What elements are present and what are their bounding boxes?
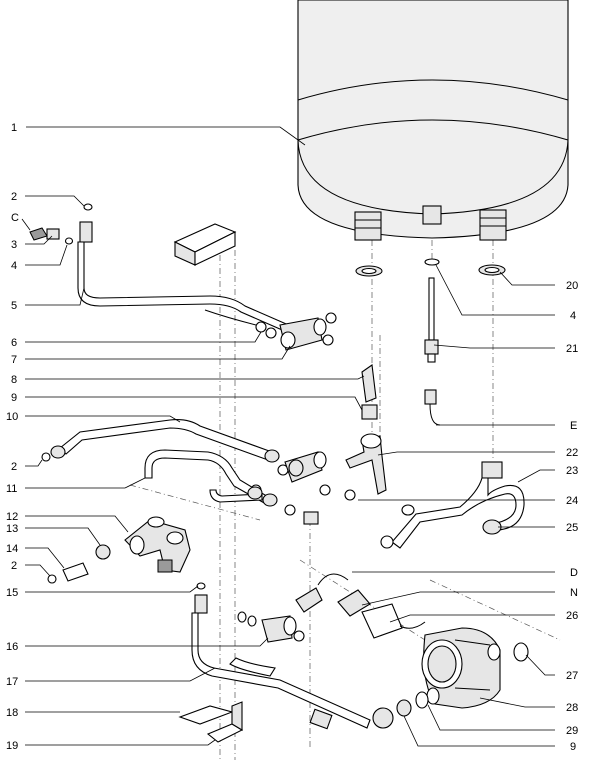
callout-2: 2 — [11, 560, 17, 572]
callout-13: 13 — [6, 523, 18, 535]
callout-4: 4 — [11, 260, 17, 272]
callout-d: D — [570, 567, 578, 579]
callout-4: 4 — [570, 310, 576, 322]
callout-c: C — [11, 212, 19, 224]
pump-wiring — [295, 573, 426, 639]
bracket-19 — [206, 701, 244, 743]
callout-19: 19 — [6, 740, 18, 752]
seal-2-low — [47, 574, 57, 584]
callout-15: 15 — [6, 587, 18, 599]
callout-labels: 1 2 C 3 4 5 6 7 8 9 10 2 11 12 13 14 2 1… — [6, 122, 578, 753]
callout-e: E — [570, 420, 577, 432]
tee-fitting-16 — [237, 611, 305, 643]
fitting-6-7 — [255, 312, 337, 351]
callout-22: 22 — [566, 447, 578, 459]
pipe-17 — [191, 582, 371, 730]
nut-24 — [303, 511, 319, 525]
pipe-11 — [144, 449, 296, 516]
callout-9: 9 — [11, 392, 17, 404]
callout-2: 2 — [11, 191, 17, 203]
callout-n: N — [570, 587, 578, 599]
tank-seals — [355, 258, 506, 277]
callout-18: 18 — [6, 707, 18, 719]
callout-1: 1 — [11, 122, 17, 134]
valve-22 — [344, 433, 387, 501]
callout-25: 25 — [566, 522, 578, 534]
pipe-10 — [41, 419, 280, 463]
callout-26: 26 — [566, 610, 578, 622]
clip-8 — [361, 364, 377, 403]
callout-14: 14 — [6, 543, 18, 555]
callout-9: 9 — [570, 741, 576, 753]
callout-27: 27 — [566, 670, 578, 682]
temperature-probe — [424, 277, 441, 426]
callout-5: 5 — [11, 300, 17, 312]
callout-17: 17 — [6, 676, 18, 688]
insulation-block — [173, 223, 237, 266]
pipe-stub-14 — [62, 562, 89, 582]
leader-lines — [21, 126, 555, 747]
small-fittings-top-left — [29, 203, 93, 245]
bracket-18 — [178, 705, 234, 725]
callout-21: 21 — [566, 343, 578, 355]
callout-20: 20 — [566, 280, 578, 292]
callout-7: 7 — [11, 354, 17, 366]
callout-2: 2 — [11, 461, 17, 473]
callout-10: 10 — [6, 411, 18, 423]
callout-11: 11 — [6, 483, 17, 495]
nut-9-upper — [361, 404, 378, 420]
callout-28: 28 — [566, 702, 578, 714]
callout-3: 3 — [11, 239, 17, 251]
callout-23: 23 — [566, 465, 578, 477]
callout-16: 16 — [6, 641, 18, 653]
manifold-12 — [124, 516, 191, 573]
callout-8: 8 — [11, 374, 17, 386]
callout-24: 24 — [566, 495, 578, 507]
pipe-23 — [380, 461, 525, 549]
nut-13 — [95, 544, 111, 560]
storage-tank — [297, 0, 569, 241]
circulation-pump — [421, 627, 501, 709]
callout-6: 6 — [11, 337, 17, 349]
callout-12: 12 — [6, 511, 18, 523]
callout-29: 29 — [566, 725, 578, 737]
